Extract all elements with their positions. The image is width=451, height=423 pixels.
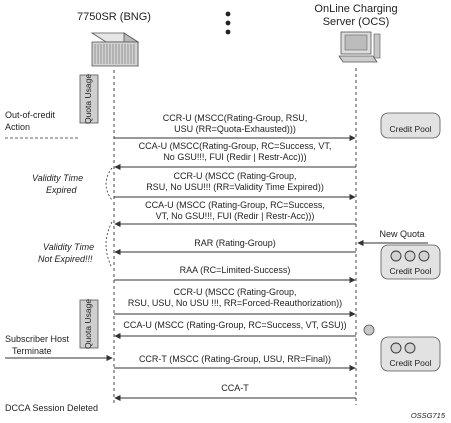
message-label: RSU, No USU!!! (RR=Validity Time Expired… [146, 182, 324, 192]
message-label: CCA-U (MSCC(Rating-Group, RC=Success, VT… [139, 141, 332, 151]
router-chassis-icon [90, 32, 140, 67]
svg-text:Credit Pool: Credit Pool [389, 358, 431, 368]
validity-not-expired-note: Validity Time [43, 242, 94, 252]
message-label: RAR (Rating-Group) [194, 238, 276, 248]
message-label: CCR-U (MSCC(Rating-Group, RSU, [163, 113, 308, 123]
quota-usage-box: Quota Usage [79, 74, 99, 124]
ocs-title-line2: Server (OCS) [323, 16, 390, 28]
message-label: CCR-T (MSCC (Rating-Group, USU, RR=Final… [139, 354, 331, 364]
event-marker-circle [363, 324, 375, 336]
credit-token [404, 342, 416, 354]
validity-not-expired-note: Not Expired!!! [38, 254, 93, 264]
message-label: RSU, USU, No USU !!!, RR=Forced-Reauthor… [128, 298, 342, 308]
ocs-title-line1: OnLine Charging [314, 3, 397, 15]
message-label: CCA-U (MSCC (Rating-Group, RC=Success, [145, 200, 325, 210]
bng-title: 7750SR (BNG) [77, 11, 151, 23]
out-of-credit-note: Out-of-credit [5, 110, 56, 120]
dcca-deleted-note: DCCA Session Deleted [5, 403, 98, 413]
message-label: VT, No GSU!!!, FUI (Redir | Restr-Acc))) [156, 211, 315, 221]
credit-pool: Credit Pool [380, 244, 441, 280]
new-quota-note: New Quota [379, 229, 424, 239]
credit-token [390, 250, 402, 262]
out-of-credit-note: Action [5, 122, 30, 132]
credit-token [390, 342, 402, 354]
message-label: No GSU!!!, FUI (Redir | Restr-Acc))) [163, 152, 306, 162]
subscriber-terminate-note: Terminate [12, 346, 52, 356]
credit-token [418, 250, 430, 262]
vertical-ellipsis-icon [225, 11, 231, 35]
message-label: RAA (RC=Limited-Success) [180, 265, 291, 275]
svg-text:Quota Usage: Quota Usage [83, 74, 93, 124]
quota-usage-box: Quota Usage [79, 299, 99, 349]
validity-expired-note: Validity Time [32, 173, 83, 183]
message-label: USU (RR=Quota-Exhausted))) [174, 124, 296, 134]
message-label: CCA-U (MSCC (Rating-Group, RC=Success, V… [123, 320, 346, 330]
figure-id: OSSG715 [411, 411, 446, 420]
credit-pool: Credit Pool [380, 336, 441, 372]
credit-pool: Credit Pool [380, 112, 441, 139]
subscriber-terminate-note: Subscriber Host [5, 334, 70, 344]
server-computer-icon [338, 31, 381, 63]
svg-text:Credit Pool: Credit Pool [389, 266, 431, 276]
message-label: CCR-U (MSCC (Rating-Group, [173, 287, 296, 297]
validity-expired-brace [105, 167, 113, 201]
message-label: CCA-T [221, 383, 249, 393]
validity-expired-note: Expired [46, 185, 78, 195]
credit-token [404, 250, 416, 262]
svg-text:Credit Pool: Credit Pool [389, 124, 431, 134]
validity-not-expired-brace [105, 221, 113, 269]
message-label: CCR-U (MSCC (Rating-Group, [173, 171, 296, 181]
svg-text:Quota Usage: Quota Usage [83, 299, 93, 349]
